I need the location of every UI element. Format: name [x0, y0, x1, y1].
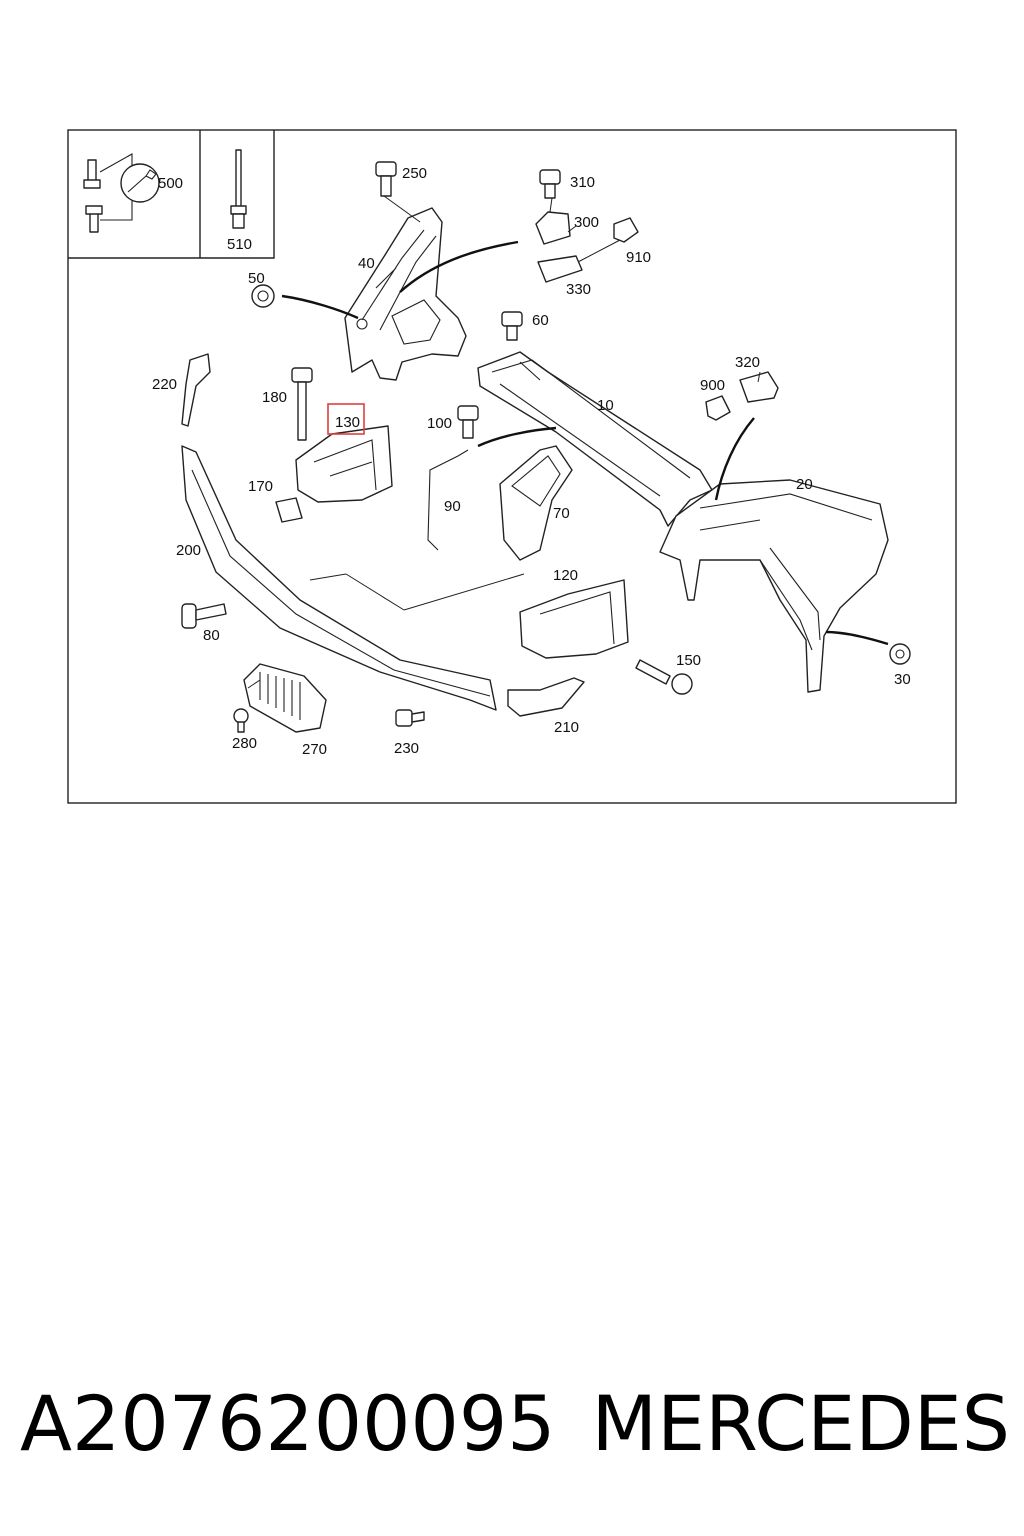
part-70-bracket: [499, 445, 573, 561]
label-310: 310: [570, 174, 595, 191]
label-230: 230: [394, 740, 419, 757]
part-130-bracket: [295, 425, 393, 503]
part-330-latch: [537, 255, 583, 283]
part-60-bolt: [501, 311, 523, 341]
label-910: 910: [626, 249, 651, 266]
part-80-bolt: [181, 603, 227, 629]
label-510: 510: [227, 236, 252, 253]
label-210: 210: [554, 719, 579, 736]
part-40-bracket: [344, 207, 467, 381]
parts-diagram: 500 510 250 310 300 910 330 40 50 60 320…: [67, 129, 957, 804]
legend-510-bolt-icon: [230, 149, 247, 229]
part-210-bracket: [507, 677, 585, 717]
part-910-clip: [613, 217, 639, 243]
leader-lines: [247, 195, 761, 689]
part-120-bracket: [519, 579, 629, 659]
part-220-bracket: [181, 353, 211, 427]
label-20: 20: [796, 476, 813, 493]
label-900: 900: [700, 377, 725, 394]
part-280-screw: [233, 708, 249, 733]
highlight-box-130: [327, 403, 365, 435]
label-320: 320: [735, 354, 760, 371]
part-180-bolt: [291, 367, 313, 441]
part-900-clip: [705, 395, 731, 421]
part-10-crossmember: [477, 351, 713, 527]
legend-500-wrench-icon: [83, 153, 160, 233]
label-150: 150: [676, 652, 701, 669]
caption: A2076200095 MERCEDES: [20, 1368, 1010, 1478]
part-90-rod: [427, 449, 469, 551]
label-10: 10: [597, 397, 614, 414]
label-130: 130: [335, 414, 360, 431]
label-330: 330: [566, 281, 591, 298]
label-30: 30: [894, 671, 911, 688]
part-170-plate: [275, 497, 303, 523]
part-310-bolt: [539, 169, 561, 199]
part-20-side-carrier: [659, 479, 889, 693]
label-50: 50: [248, 270, 265, 287]
part-270-grille: [243, 663, 327, 733]
label-170: 170: [248, 478, 273, 495]
part-labels: 500 510 250 310 300 910 330 40 50 60 320…: [152, 165, 911, 758]
part-200-impact-beam: [181, 445, 497, 711]
label-180: 180: [262, 389, 287, 406]
label-70: 70: [553, 505, 570, 522]
label-40: 40: [358, 255, 375, 272]
label-120: 120: [553, 567, 578, 584]
part-230-bolt: [395, 709, 425, 727]
part-320-latch: [739, 371, 779, 403]
part-250-bolt: [375, 161, 397, 197]
legend-boxes: [68, 130, 275, 259]
assembly-arrows: [281, 240, 889, 646]
part-100-bolt: [457, 405, 479, 439]
label-250: 250: [402, 165, 427, 182]
label-270: 270: [302, 741, 327, 758]
label-90: 90: [444, 498, 461, 515]
part-number: A2076200095: [20, 1378, 556, 1468]
brand-name: MERCEDES: [591, 1378, 1010, 1468]
label-60: 60: [532, 312, 549, 329]
label-100: 100: [427, 415, 452, 432]
part-300-lock: [535, 211, 571, 245]
label-220: 220: [152, 376, 177, 393]
label-280: 280: [232, 735, 257, 752]
label-500: 500: [158, 175, 183, 192]
diagram-frame: [67, 129, 957, 804]
label-200: 200: [176, 542, 201, 559]
part-50-nut: [251, 284, 275, 308]
label-300: 300: [574, 214, 599, 231]
label-80: 80: [203, 627, 220, 644]
part-150-bolt: [635, 659, 693, 695]
part-30-nut: [889, 643, 911, 665]
